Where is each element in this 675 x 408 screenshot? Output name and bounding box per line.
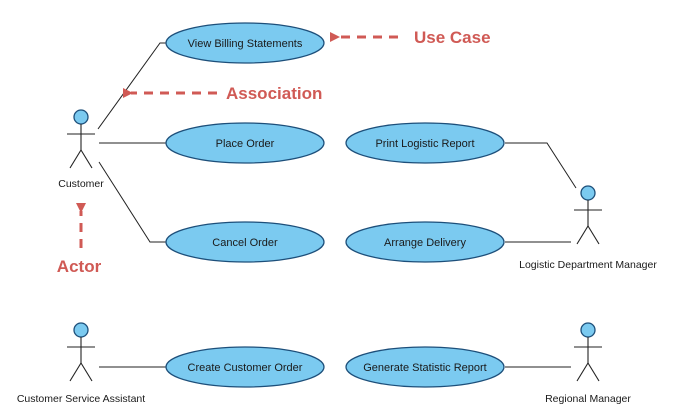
association-customer-view-billing xyxy=(97,42,166,130)
actor-regional-manager[interactable]: Regional Manager xyxy=(545,322,631,405)
use-case-label: Arrange Delivery xyxy=(384,237,466,249)
actor-head-icon xyxy=(73,322,89,338)
use-case-arrange-delivery[interactable]: Arrange Delivery xyxy=(345,221,505,263)
actor-label: Regional Manager xyxy=(545,393,631,405)
association-customer-cancel-order xyxy=(98,161,166,243)
annotation-use-case: Use Case xyxy=(330,28,491,47)
annotation-label: Actor xyxy=(57,257,102,276)
use-case-label: Generate Statistic Report xyxy=(363,362,487,374)
actor-logistic-department-manager[interactable]: Logistic Department Manager xyxy=(519,185,657,271)
annotation-label: Association xyxy=(226,84,322,103)
annotation-association: Association xyxy=(123,84,322,103)
annotation-label: Use Case xyxy=(414,28,491,47)
use-case-label: View Billing Statements xyxy=(188,38,303,50)
use-case-place-order[interactable]: Place Order xyxy=(165,122,325,164)
use-case-label: Place Order xyxy=(216,138,275,150)
actor-label: Logistic Department Manager xyxy=(519,259,657,271)
actor-label: Customer xyxy=(58,178,104,190)
use-case-generate-statistic-report[interactable]: Generate Statistic Report xyxy=(345,346,505,388)
actor-head-icon xyxy=(73,109,89,125)
association-print-logistic-manager xyxy=(505,142,577,189)
actor-customer[interactable]: Customer xyxy=(58,109,104,190)
actor-label: Customer Service Assistant xyxy=(17,393,145,405)
use-case-view-billing[interactable]: View Billing Statements xyxy=(165,22,325,64)
use-case-cancel-order[interactable]: Cancel Order xyxy=(165,221,325,263)
actor-head-icon xyxy=(580,185,596,201)
use-case-print-logistic-report[interactable]: Print Logistic Report xyxy=(345,122,505,164)
use-case-label: Cancel Order xyxy=(212,237,278,249)
actor-head-icon xyxy=(580,322,596,338)
use-case-create-customer-order[interactable]: Create Customer Order xyxy=(165,346,325,388)
use-case-label: Print Logistic Report xyxy=(375,138,474,150)
associations xyxy=(97,42,577,368)
actor-customer-service-assistant[interactable]: Customer Service Assistant xyxy=(17,322,145,405)
annotation-actor: Actor xyxy=(57,203,102,276)
use-case-label: Create Customer Order xyxy=(188,362,303,374)
